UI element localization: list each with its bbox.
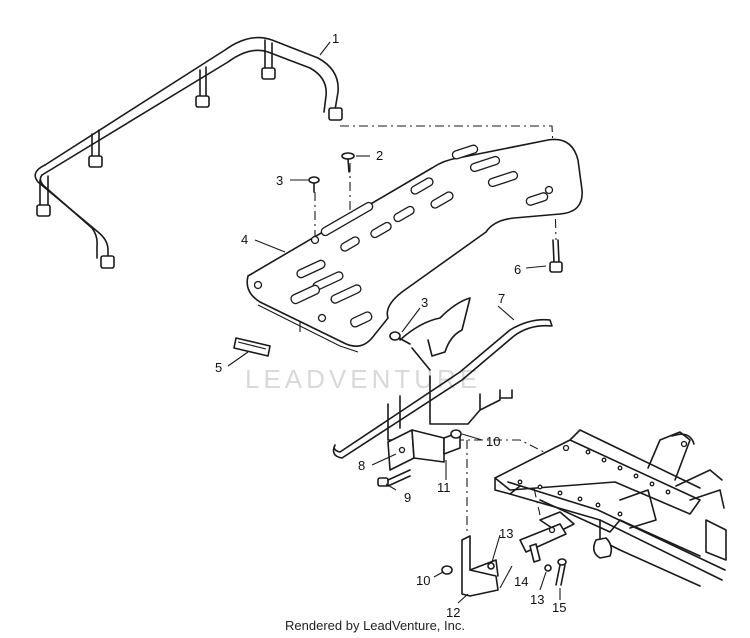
reflector-part [233,337,271,357]
leader-lines [227,41,561,604]
nut-10-upper [450,429,462,439]
mount-clamp-part [387,429,461,471]
callout-9: 9 [404,490,411,505]
callout-4: 4 [241,232,248,247]
callout-13-lower: 13 [530,592,544,607]
rack-plate-part [246,138,583,353]
rack-support-part [332,297,553,459]
callout-3-upper: 3 [276,173,283,188]
footer-credit: Rendered by LeadVenture, Inc. [285,618,465,633]
callout-14: 14 [514,574,528,589]
callout-5: 5 [215,360,222,375]
screw-3-upper [308,176,320,193]
callout-10-upper: 10 [486,434,500,449]
callout-7: 7 [498,291,505,306]
callout-3-lower: 3 [421,295,428,310]
callout-2: 2 [376,148,383,163]
callout-11: 11 [437,480,451,495]
bolt-9 [377,469,411,487]
callout-13-upper: 13 [499,526,513,541]
callout-10-lower: 10 [416,573,430,588]
watermark-text: LEADVENTURE [245,364,481,394]
vehicle-frame-part [494,429,727,587]
bolt-6 [549,239,563,273]
callout-labels: 1 2 3 4 5 6 3 7 8 9 10 11 13 10 14 12 13… [215,31,566,620]
callout-15: 15 [552,600,566,615]
callout-1: 1 [332,31,339,46]
callout-12: 12 [446,605,460,620]
callout-6: 6 [514,262,521,277]
lower-bracket-part [461,523,567,597]
bolt-15 [487,558,567,586]
screw-2 [341,152,355,173]
callout-8: 8 [358,458,365,473]
rack-rail-part [34,36,343,269]
nut-10-lower [441,565,453,575]
